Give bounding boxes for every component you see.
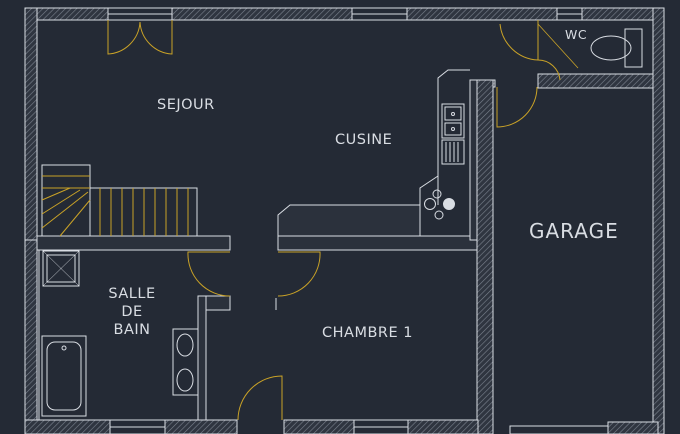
kitchen-counter bbox=[419, 69, 470, 220]
staircase bbox=[41, 164, 198, 237]
wall-top-right bbox=[406, 7, 558, 21]
room-label-wc: WC bbox=[565, 27, 588, 42]
wall-wc-bottom bbox=[537, 73, 654, 89]
wall-top-far-right bbox=[581, 7, 665, 21]
wall-bottom-3 bbox=[283, 419, 355, 434]
room-label-salle-de-bain: SALLE DE BAIN bbox=[100, 285, 164, 339]
room-label-garage: GARAGE bbox=[529, 219, 619, 243]
wall-bottom-1 bbox=[24, 419, 111, 434]
wall-bottom-4 bbox=[407, 419, 479, 434]
room-label-salle: SALLE bbox=[108, 286, 156, 302]
walls bbox=[24, 7, 665, 434]
doors bbox=[107, 20, 579, 421]
room-label-de: DE bbox=[121, 304, 143, 320]
room-label-chambre-1: CHAMBRE 1 bbox=[322, 325, 413, 341]
wc-fixture bbox=[590, 28, 643, 68]
wall-bottom-2 bbox=[164, 419, 238, 434]
room-label-sejour: SEJOUR bbox=[157, 97, 215, 113]
partitions bbox=[36, 79, 478, 421]
wall-garage-left bbox=[476, 79, 494, 434]
room-label-cuisine: CUSINE bbox=[335, 132, 393, 148]
wall-right bbox=[652, 7, 665, 434]
bathroom-fixtures bbox=[41, 250, 199, 417]
wall-left-lower bbox=[24, 239, 38, 434]
wall-top-mid bbox=[171, 7, 353, 21]
wall-left-upper bbox=[24, 7, 38, 241]
room-label-bain: BAIN bbox=[113, 322, 151, 338]
wall-bottom-5 bbox=[607, 421, 659, 434]
windows bbox=[107, 7, 609, 434]
